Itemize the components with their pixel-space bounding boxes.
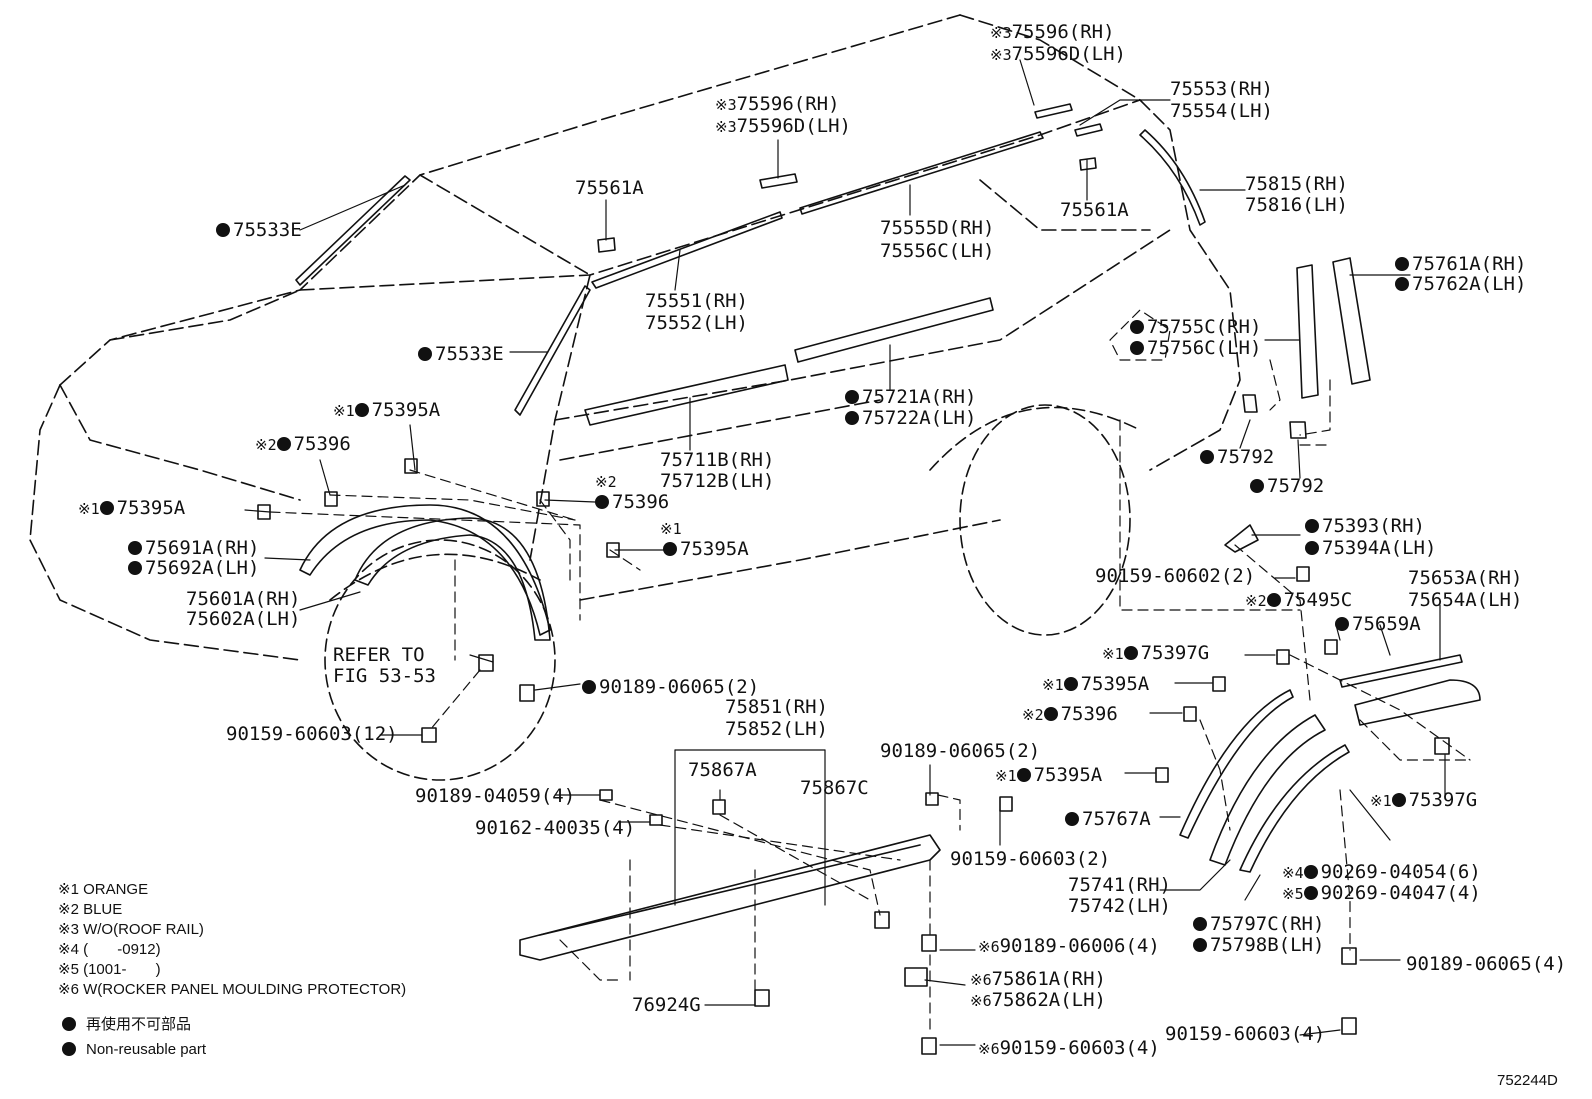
part-label-90159-60603-2: 90159-60603(2): [950, 848, 1111, 870]
mark-75396-2: ※2: [595, 473, 617, 491]
part-label-75711b-rh: 75711B(RH): [660, 449, 775, 471]
part-label-90189-06065-2a: 90189-06065(2): [582, 677, 759, 697]
part-label-90189-06065-2b: 90189-06065(2): [880, 740, 1041, 762]
assembly-guides: [269, 309, 1471, 1036]
roof-mouldings: [295, 103, 1206, 416]
front-fender-arch: [299, 504, 551, 641]
part-label-90159-60603-12: 90159-60603(12): [226, 723, 398, 745]
part-label-90159-60603-4: 90159-60603(4): [1165, 1023, 1326, 1045]
door-mouldings: [584, 297, 994, 426]
part-label-75798b-lh: 75798B(LH): [1193, 935, 1324, 955]
legend-note-6: ※6 W(ROCKER PANEL MOULDING PROTECTOR): [58, 981, 407, 998]
part-label-75851-rh: 75851(RH): [725, 696, 828, 718]
part-label-75756c-lh: 75756C(LH): [1130, 338, 1261, 358]
part-label-75533e-top: 75533E: [216, 220, 302, 240]
part-label-90159-60602: 90159-60602(2): [1095, 565, 1256, 587]
part-label-90159-60603-4b: ※690159-60603(4): [978, 1037, 1160, 1059]
part-label-90162-40035: 90162-40035(4): [475, 817, 636, 839]
part-label-75722a-lh: 75722A(LH): [845, 408, 976, 428]
part-label-75792-b: 75792: [1250, 476, 1324, 496]
part-label-75741-rh: 75741(RH): [1068, 874, 1171, 896]
part-label-75755c-rh: 75755C(RH): [1130, 317, 1261, 337]
part-label-75601a-rh: 75601A(RH): [186, 588, 301, 610]
part-label-75721a-rh: 75721A(RH): [845, 387, 976, 407]
refer-to-label: REFER TO: [333, 644, 425, 666]
part-label-75556c-lh: 75556C(LH): [880, 240, 995, 262]
part-label-75867c: 75867C: [800, 777, 869, 799]
rocker-panel-moulding: [519, 834, 941, 961]
part-label-75554-lh: 75554(LH): [1170, 100, 1273, 122]
part-label-75792-a: 75792: [1200, 447, 1274, 467]
part-label-75396-2: 75396: [595, 492, 669, 512]
part-label-75692a-lh: 75692A(LH): [128, 558, 259, 578]
part-label-75395a-3: 75395A: [663, 539, 749, 559]
rear-fender-arch: [1179, 654, 1481, 873]
legend-note-5: ※5 (1001- ): [58, 961, 161, 978]
part-label-75742-lh: 75742(LH): [1068, 895, 1171, 917]
legend-note-1: ※1 ORANGE: [58, 881, 149, 898]
part-label-75393-rh: 75393(RH): [1305, 516, 1425, 536]
mark-75395a-3: ※1: [660, 520, 682, 538]
part-label-90189-04059: 90189-04059(4): [415, 785, 576, 807]
non-reusable-dot-icon: [62, 1042, 76, 1056]
figure-number: 752244D: [1497, 1072, 1558, 1089]
part-label-75767a: 75767A: [1065, 809, 1151, 829]
part-label-75653a-rh: 75653A(RH): [1408, 567, 1523, 589]
part-label-90189-06065-4: 90189-06065(4): [1406, 953, 1567, 975]
fig-53-53-link[interactable]: FIG 53-53: [333, 665, 436, 687]
part-label-75712b-lh: 75712B(LH): [660, 470, 775, 492]
part-label-75552-lh: 75552(LH): [645, 312, 748, 334]
part-label-75596-rh-mid: ※375596(RH): [715, 93, 840, 115]
part-label-90189-06006: ※690189-06006(4): [978, 935, 1160, 957]
part-label-75691a-rh: 75691A(RH): [128, 538, 259, 558]
legend-note-4: ※4 ( -0912): [58, 941, 161, 958]
vehicle-body-outline: [29, 14, 1241, 661]
part-label-75551-rh: 75551(RH): [645, 290, 748, 312]
part-label-75762a-lh: 75762A(LH): [1395, 274, 1526, 294]
part-label-75553-rh: 75553(RH): [1170, 78, 1273, 100]
part-label-75861a-rh: ※675861A(RH): [970, 968, 1106, 990]
part-label-75815-rh: 75815(RH): [1245, 173, 1348, 195]
clip-fasteners: [257, 458, 1450, 1055]
leader-lines: [244, 59, 1446, 1046]
part-label-75561a-front: 75561A: [575, 177, 644, 199]
part-label-75761a-rh: 75761A(RH): [1395, 254, 1526, 274]
part-label-75852-lh: 75852(LH): [725, 718, 828, 740]
part-label-75659a: 75659A: [1335, 614, 1421, 634]
part-label-75797c-rh: 75797C(RH): [1193, 914, 1324, 934]
legend-note-3: ※3 W/O(ROOF RAIL): [58, 921, 204, 938]
part-label-76924g: 76924G: [632, 994, 701, 1016]
part-label-75596-rh-rear: ※375596(RH): [990, 21, 1115, 43]
legend-non-reusable-jp: 再使用不可部品: [62, 1015, 191, 1035]
rear-garnishes: [1242, 257, 1371, 439]
part-label-75654a-lh: 75654A(LH): [1408, 589, 1523, 611]
part-label-75867a: 75867A: [688, 759, 757, 781]
part-label-75596d-lh-rear: ※375596D(LH): [990, 43, 1126, 65]
part-label-75596d-lh-mid: ※375596D(LH): [715, 115, 851, 137]
part-label-75555d-rh: 75555D(RH): [880, 217, 995, 239]
part-label-75394a-lh: 75394A(LH): [1305, 538, 1436, 558]
wheel-outlines: [324, 404, 1141, 781]
part-label-75602a-lh: 75602A(LH): [186, 608, 301, 630]
part-label-75862a-lh: ※675862A(LH): [970, 989, 1106, 1011]
legend-note-2: ※2 BLUE: [58, 901, 123, 918]
part-label-75816-lh: 75816(LH): [1245, 194, 1348, 216]
part-label-75533e-lower: 75533E: [418, 344, 504, 364]
part-label-75561a-rear: 75561A: [1060, 199, 1129, 221]
non-reusable-dot-icon: [62, 1017, 76, 1031]
legend-non-reusable-en: Non-reusable part: [62, 1040, 206, 1060]
